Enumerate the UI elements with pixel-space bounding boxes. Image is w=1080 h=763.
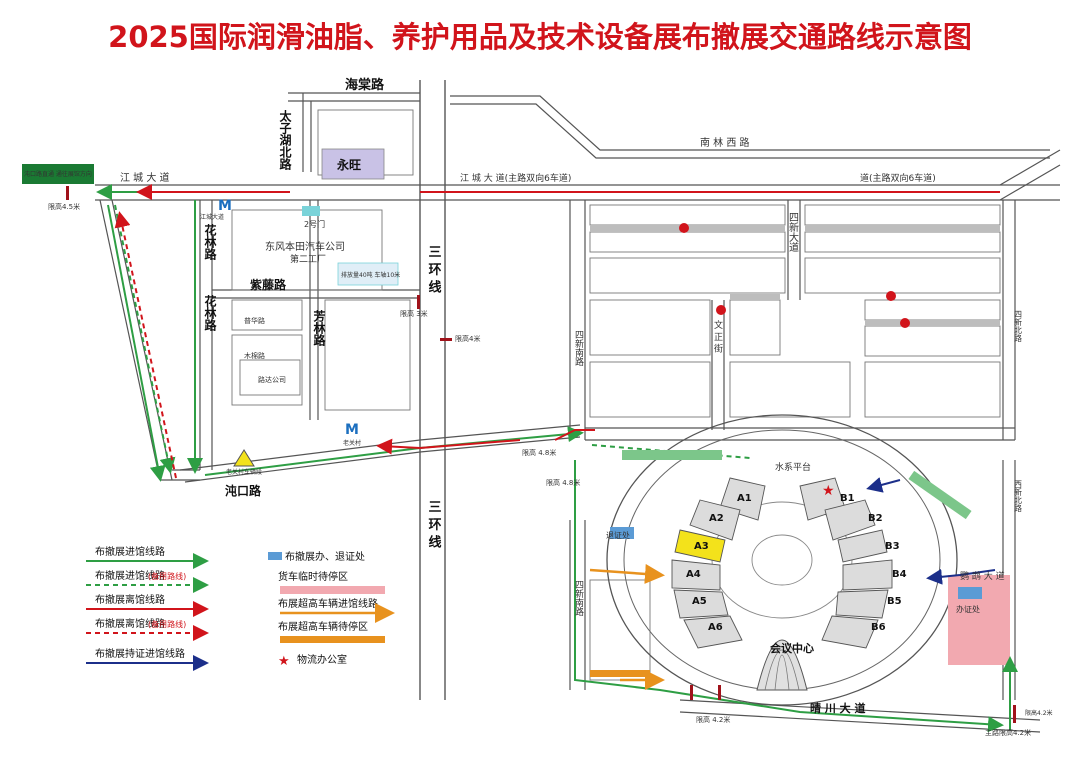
label-metro-a: 江城大道 bbox=[200, 213, 224, 221]
label-shuixi: 水系平台 bbox=[775, 461, 811, 473]
label-building-c: 路达公司 bbox=[258, 375, 286, 384]
legend-item-sub: (备用路线) bbox=[148, 619, 186, 629]
note-box bbox=[337, 262, 399, 286]
hall-labels-left: A1 A2 A3 A4 A5 A6 bbox=[686, 493, 752, 633]
road-sixin: 四新大道 bbox=[787, 212, 799, 252]
height-limit-markers bbox=[66, 186, 1016, 723]
road-haitang: 海棠路 bbox=[345, 77, 385, 93]
hall-labels-right: B1 B2 B3 B4 B5 B6 bbox=[840, 493, 907, 633]
road-ziteng: 紫藤路 bbox=[250, 277, 287, 292]
hall-label: A1 bbox=[737, 493, 752, 504]
height-limit-48b: 限高 4.8米 bbox=[546, 478, 580, 487]
hall-label: A2 bbox=[709, 513, 724, 524]
label-laoguan: 老关村车辆段 bbox=[226, 468, 262, 476]
hall-label: A6 bbox=[708, 622, 723, 633]
label-huiyi: 会议中心 bbox=[770, 641, 814, 655]
road-sixinxi: 西新北路 bbox=[1014, 480, 1023, 512]
hall-label: B1 bbox=[840, 493, 855, 504]
road-sixinnan-right: 四新南路 bbox=[573, 580, 584, 617]
route-navy bbox=[866, 477, 996, 585]
road-jiangcheng-right: 江 城 大 道(主路双向6车道) bbox=[460, 172, 571, 184]
route-green bbox=[96, 184, 1018, 733]
logistics-star-icon: ★ bbox=[822, 483, 835, 499]
label-banzheng-b: 办证处 bbox=[956, 604, 980, 614]
legend-item-label: 布撤展离馆线路 bbox=[95, 593, 165, 606]
expo-center bbox=[606, 414, 958, 706]
map-title: 2025国际润滑油脂、养护用品及技术设备展布撤展交通路线示意图 bbox=[108, 20, 972, 54]
height-limit-42: 限高 4.2米 bbox=[696, 715, 730, 724]
road-sixinnan: 四新南路 bbox=[573, 330, 584, 367]
halls-right bbox=[799, 477, 893, 649]
road-chikou: 沌口路 bbox=[225, 483, 262, 498]
hall-label: B4 bbox=[892, 569, 907, 580]
metro-icon: M bbox=[345, 422, 359, 438]
route-red-dashed bbox=[114, 211, 177, 479]
road-sanhuan-b: 三 环 线 bbox=[426, 500, 442, 549]
route-orange bbox=[589, 563, 665, 690]
label-dongfeng-sub: 第二工厂 bbox=[290, 253, 326, 265]
road-qingchuan: 晴 川 大 道 bbox=[810, 701, 866, 715]
legend-item-label: 布撤展离馆线路 bbox=[95, 617, 165, 630]
road-wenzheng: 文 正 街 bbox=[712, 319, 723, 354]
hall-label: A5 bbox=[692, 596, 707, 607]
label-banzheng-a: 退证处 bbox=[606, 530, 630, 540]
legend-item-label: 物流办公室 bbox=[297, 653, 347, 666]
height-limit-48a: 限高 4.8米 bbox=[522, 448, 556, 457]
road-hualin-a: 花林路 bbox=[203, 223, 217, 261]
height-limit-4right: 限高4.2米 bbox=[1025, 709, 1053, 717]
height-limit-left: 限高4.5米 bbox=[48, 202, 80, 211]
label-building-a: 普华路 bbox=[244, 316, 265, 325]
legend-item-label: 布展超高车辆进馆线路 bbox=[278, 597, 378, 610]
legend-item-label: 布撤展办、退证处 bbox=[285, 550, 365, 563]
label-note: 排放量40吨 车轴10米 bbox=[341, 271, 400, 279]
left-sign-box bbox=[22, 164, 94, 184]
height-limit-mid: 限高 3米 bbox=[400, 309, 428, 318]
legend-item-label: 布撤展进馆线路 bbox=[95, 569, 165, 582]
hall-label: B6 bbox=[871, 622, 886, 633]
height-limit-42b: 主路限高4.2米 bbox=[985, 728, 1031, 737]
label-dongfeng: 东风本田汽车公司 bbox=[265, 240, 345, 253]
road-hualin-b: 花林路 bbox=[203, 294, 217, 332]
road-jiangcheng-left: 江 城 大 道 bbox=[120, 171, 170, 184]
legend-item-label: 布撤展持证进馆线路 bbox=[95, 647, 185, 660]
route-red bbox=[136, 184, 1000, 455]
left-sign-text: 沌口路直通 通往展馆方向 bbox=[24, 170, 92, 178]
legend-item-label: 布撤展进馆线路 bbox=[95, 545, 165, 558]
no-entry-icons bbox=[679, 223, 910, 328]
label-yongwang: 永旺 bbox=[336, 157, 361, 172]
yongwang-block bbox=[321, 148, 385, 180]
legend-item-sub: (备用路线) bbox=[148, 571, 186, 581]
label-metro-b: 老关村 bbox=[343, 439, 361, 447]
road-taizihu: 太子湖北路 bbox=[278, 109, 292, 171]
height-limit-4m: 限高4米 bbox=[455, 334, 480, 343]
legend-item-label: 布展超高车辆待停区 bbox=[278, 620, 368, 633]
road-nanlin: 南 林 西 路 bbox=[700, 136, 750, 149]
road-fanglin: 芳林路 bbox=[312, 309, 326, 347]
halls-left bbox=[671, 477, 766, 649]
hall-label: A3 bbox=[694, 541, 709, 552]
label-gate2: 2号门 bbox=[304, 219, 325, 229]
road-sanhuan-a: 三 环 线 bbox=[426, 245, 442, 294]
green-parking bbox=[622, 450, 972, 520]
hall-label: A4 bbox=[686, 569, 701, 580]
hall-label: B3 bbox=[885, 541, 900, 552]
metro-icon: M bbox=[218, 198, 232, 214]
sign-banzheng-b bbox=[958, 587, 982, 599]
oversize-waiting-bar bbox=[590, 670, 650, 677]
hall-label: B5 bbox=[887, 596, 902, 607]
route-green-dashed bbox=[114, 204, 751, 474]
road-jiangcheng-right-b: 道(主路双向6车道) bbox=[860, 172, 936, 184]
road-sixinbei: 四新北路 bbox=[1014, 310, 1023, 342]
warning-triangle-icon bbox=[233, 449, 255, 467]
road-yuhu: 鹦 鹉 大 道 bbox=[960, 570, 1005, 582]
sign-banzheng-a bbox=[610, 527, 634, 539]
label-building-b: 木棉路 bbox=[244, 351, 265, 360]
legend: 布撤展进馆线路 布撤展进馆线路 (备用路线) 布撤展离馆线路 布撤展离馆线路 (… bbox=[86, 545, 395, 671]
hall-label: B2 bbox=[868, 513, 883, 524]
star-icon: ★ bbox=[278, 654, 290, 669]
city-blocks bbox=[231, 109, 1001, 681]
gate2-box bbox=[302, 206, 320, 216]
legend-item-label: 货车临时待停区 bbox=[278, 570, 348, 583]
